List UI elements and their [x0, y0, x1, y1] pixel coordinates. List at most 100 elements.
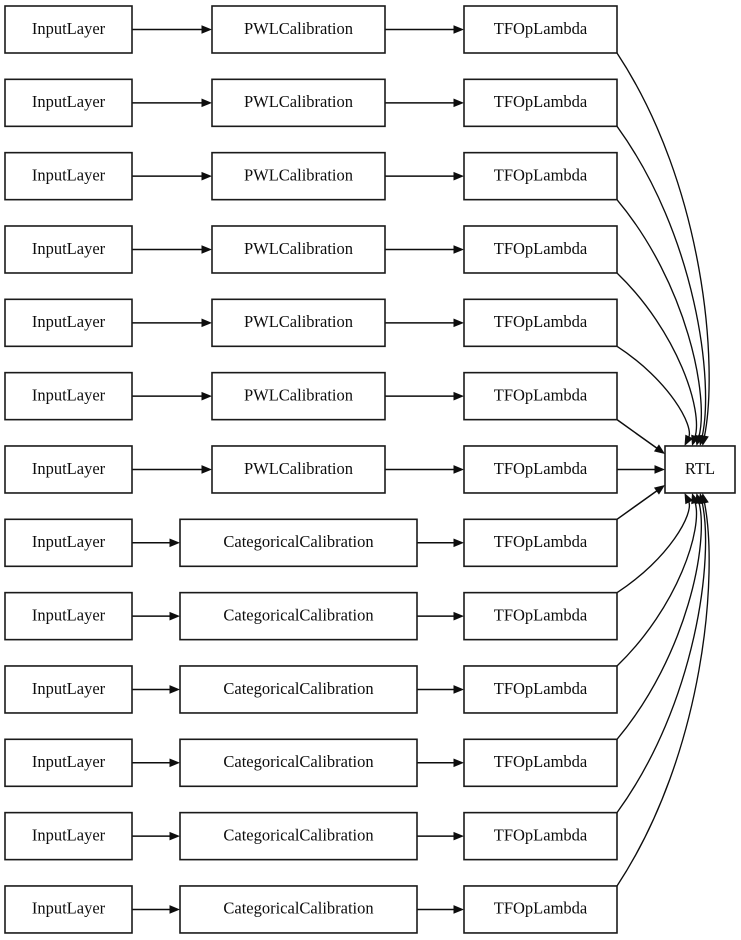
edge-calibration-to-lambda-row-1 — [385, 98, 464, 108]
edge-input-to-calibration-row-0-head — [201, 25, 212, 34]
node-calibration-row-0-label: PWLCalibration — [244, 19, 353, 38]
node-input-layer-row-8[interactable]: InputLayer — [4, 591, 133, 641]
node-input-layer-row-7[interactable]: InputLayer — [4, 518, 133, 568]
edge-calibration-to-lambda-row-7-head — [453, 538, 464, 548]
node-input-layer-row-3[interactable]: InputLayer — [4, 225, 133, 274]
node-tfoplambda-row-4-label: TFOpLambda — [494, 312, 588, 331]
edge-row-8-head — [684, 492, 694, 505]
node-tfoplambda-row-9[interactable]: TFOpLambda — [463, 665, 618, 714]
edge-row-3-head — [691, 434, 700, 446]
edge-lambda-to-rtl-row-12 — [616, 492, 710, 887]
node-input-layer-row-10[interactable]: InputLayer — [4, 738, 133, 788]
edge-input-to-calibration-row-9 — [132, 685, 180, 694]
node-input-layer-row-6-label: InputLayer — [32, 459, 106, 478]
node-input-layer-row-1-label: InputLayer — [32, 92, 106, 111]
node-tfoplambda-row-0[interactable]: TFOpLambda — [463, 5, 618, 54]
node-tfoplambda-row-6-label: TFOpLambda — [494, 459, 588, 478]
node-calibration-row-6-label: PWLCalibration — [244, 459, 353, 478]
node-tfoplambda-row-11[interactable]: TFOpLambda — [463, 811, 618, 861]
node-rtl[interactable]: RTL — [664, 445, 736, 494]
edge-calibration-to-lambda-row-9 — [417, 685, 464, 694]
node-input-layer-row-11[interactable]: InputLayer — [4, 811, 133, 861]
node-calibration-row-6[interactable]: PWLCalibration — [211, 445, 386, 494]
edge-calibration-to-lambda-row-5 — [385, 391, 464, 401]
node-calibration-row-8[interactable]: CategoricalCalibration — [179, 591, 418, 641]
node-calibration-row-2[interactable]: PWLCalibration — [211, 151, 386, 201]
node-calibration-row-11[interactable]: CategoricalCalibration — [179, 811, 418, 861]
edge-input-to-calibration-row-0 — [132, 25, 212, 34]
node-input-layer-row-2-label: InputLayer — [32, 165, 106, 184]
edge-input-to-calibration-row-12-head — [169, 905, 180, 914]
node-tfoplambda-row-7[interactable]: TFOpLambda — [463, 518, 618, 568]
node-calibration-row-9[interactable]: CategoricalCalibration — [179, 665, 418, 714]
edge-calibration-to-lambda-row-7 — [417, 538, 464, 548]
node-calibration-row-12[interactable]: CategoricalCalibration — [179, 885, 418, 934]
node-calibration-row-5[interactable]: PWLCalibration — [211, 371, 386, 421]
edge-calibration-to-lambda-row-3 — [385, 245, 464, 254]
node-tfoplambda-row-5[interactable]: TFOpLambda — [463, 371, 618, 421]
edge-lambda-to-rtl-row-8 — [616, 492, 694, 594]
edge-lambda-to-rtl-row-2 — [616, 199, 704, 446]
edge-lambda-to-rtl-row-10 — [616, 492, 704, 740]
edge-lambda-to-rtl-row-6 — [617, 465, 665, 474]
node-calibration-row-1-label: PWLCalibration — [244, 92, 353, 111]
edge-input-to-calibration-row-4 — [132, 318, 212, 328]
node-calibration-row-7-label: CategoricalCalibration — [223, 532, 373, 551]
node-tfoplambda-row-10[interactable]: TFOpLambda — [463, 738, 618, 788]
node-tfoplambda-row-3[interactable]: TFOpLambda — [463, 225, 618, 274]
node-calibration-row-1[interactable]: PWLCalibration — [211, 78, 386, 128]
edge-calibration-to-lambda-row-6 — [385, 465, 464, 474]
node-calibration-row-3[interactable]: PWLCalibration — [211, 225, 386, 274]
edge-calibration-to-lambda-row-0-head — [453, 25, 464, 34]
edge-row-12-head — [700, 492, 709, 505]
node-input-layer-row-9[interactable]: InputLayer — [4, 665, 133, 714]
node-tfoplambda-row-1[interactable]: TFOpLambda — [463, 78, 618, 128]
edge-calibration-to-lambda-row-12 — [417, 905, 464, 914]
edge-row-4-head — [684, 434, 694, 446]
node-calibration-row-2-label: PWLCalibration — [244, 165, 353, 184]
node-input-layer-row-2[interactable]: InputLayer — [4, 151, 133, 201]
edge-layer — [616, 52, 710, 887]
node-calibration-row-0[interactable]: PWLCalibration — [211, 5, 386, 54]
node-calibration-row-4[interactable]: PWLCalibration — [211, 298, 386, 348]
node-tfoplambda-row-2[interactable]: TFOpLambda — [463, 151, 618, 201]
node-input-layer-row-0[interactable]: InputLayer — [4, 5, 133, 54]
edge-row-7-head — [653, 484, 665, 495]
node-calibration-row-5-label: PWLCalibration — [244, 385, 353, 404]
node-calibration-row-7[interactable]: CategoricalCalibration — [179, 518, 418, 568]
node-input-layer-row-8-label: InputLayer — [32, 605, 106, 624]
node-input-layer-row-6[interactable]: InputLayer — [4, 445, 133, 494]
edge-input-to-calibration-row-1-head — [201, 98, 212, 108]
edge-input-to-calibration-row-12 — [132, 905, 180, 914]
edge-lambda-to-rtl-row-3 — [616, 272, 700, 446]
node-input-layer-row-4[interactable]: InputLayer — [4, 298, 133, 348]
edge-calibration-to-lambda-row-8 — [417, 611, 464, 621]
edge-input-to-calibration-row-2-head — [201, 171, 212, 181]
edge-lambda-to-rtl-row-9 — [616, 492, 700, 667]
edge-input-to-calibration-row-5-head — [201, 391, 212, 401]
node-input-layer-row-5[interactable]: InputLayer — [4, 371, 133, 421]
edge-input-to-calibration-row-7 — [132, 538, 180, 548]
edge-calibration-to-lambda-row-2 — [385, 171, 464, 181]
edge-input-to-calibration-row-4-head — [201, 318, 212, 328]
edge-row-6-head — [654, 465, 665, 474]
node-input-layer-row-12[interactable]: InputLayer — [4, 885, 133, 934]
node-tfoplambda-row-8[interactable]: TFOpLambda — [463, 591, 618, 641]
edge-lambda-to-rtl-row-4 — [616, 345, 694, 446]
node-tfoplambda-row-6[interactable]: TFOpLambda — [463, 445, 618, 494]
edge-calibration-to-lambda-row-9-head — [453, 685, 464, 694]
node-calibration-row-8-label: CategoricalCalibration — [223, 605, 373, 624]
node-tfoplambda-row-1-label: TFOpLambda — [494, 92, 588, 111]
node-tfoplambda-row-10-label: TFOpLambda — [494, 752, 588, 771]
node-calibration-row-10[interactable]: CategoricalCalibration — [179, 738, 418, 788]
node-tfoplambda-row-4[interactable]: TFOpLambda — [463, 298, 618, 348]
node-tfoplambda-row-12[interactable]: TFOpLambda — [463, 885, 618, 934]
node-input-layer-row-1[interactable]: InputLayer — [4, 78, 133, 128]
edge-lambda-to-rtl-row-5 — [616, 419, 665, 454]
edge-input-to-calibration-row-8 — [132, 611, 180, 621]
node-input-layer-row-3-label: InputLayer — [32, 239, 106, 258]
edge-calibration-to-lambda-row-0 — [385, 25, 464, 34]
edge-calibration-to-lambda-row-6-head — [453, 465, 464, 474]
edge-lambda-to-rtl-row-0 — [616, 52, 710, 446]
